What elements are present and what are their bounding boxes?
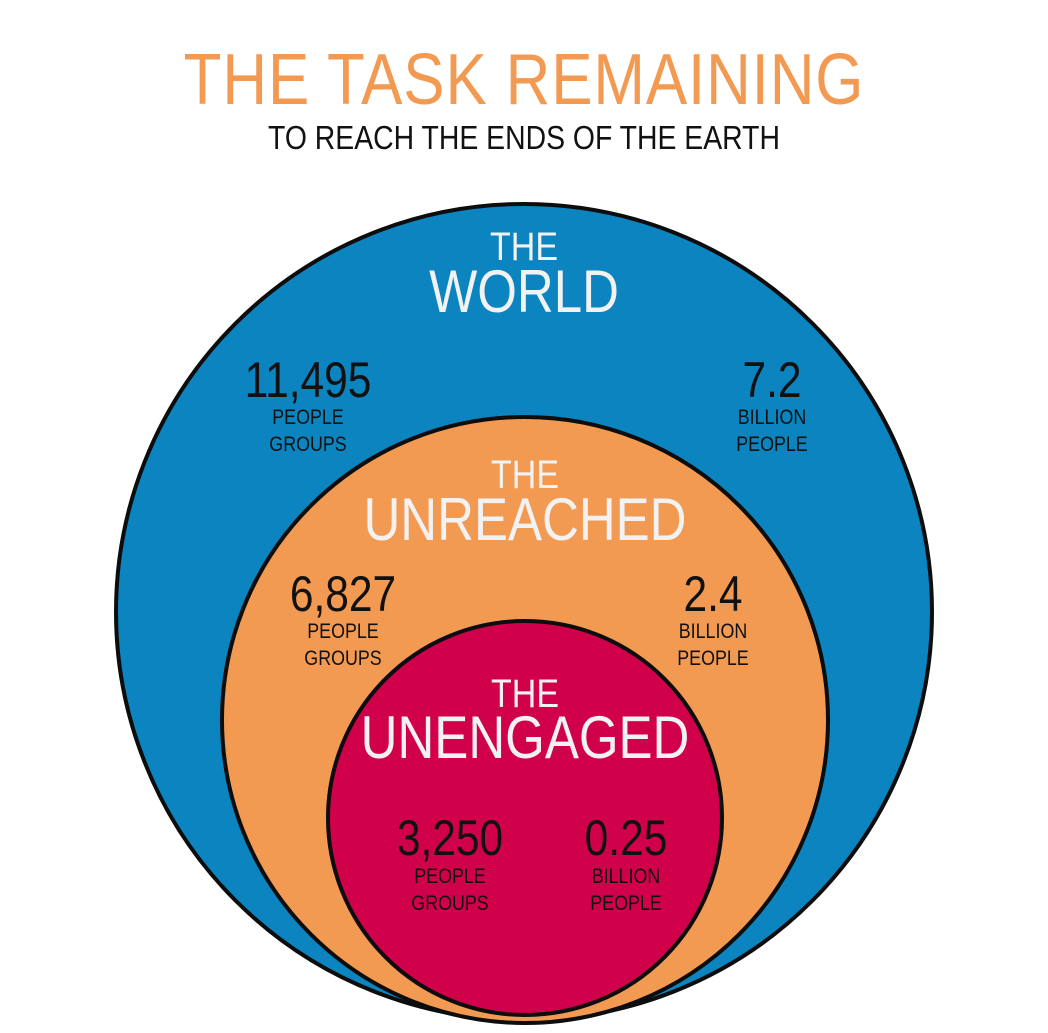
- unengaged-circle: [326, 619, 724, 1017]
- unreached-people-groups-number: 6,827: [289, 566, 397, 622]
- unreached-the-label: THE: [491, 453, 559, 497]
- world-the-label: THE: [490, 225, 558, 269]
- world-people-groups-line1: PEOPLE: [272, 406, 344, 429]
- world-population-line2: PEOPLE: [736, 433, 808, 456]
- world-people-groups-number: 11,495: [244, 352, 372, 408]
- unreached-population-line1: BILLION: [678, 620, 748, 643]
- unengaged-name-label: UNENGAGED: [360, 704, 690, 771]
- world-name-label: WORLD: [429, 258, 619, 325]
- unengaged-population-line2: PEOPLE: [590, 892, 662, 915]
- unreached-population-line2: PEOPLE: [677, 647, 749, 670]
- unengaged-population-line1: BILLION: [591, 865, 661, 888]
- world-population-line1: BILLION: [737, 406, 807, 429]
- unengaged-the-label: THE: [491, 672, 559, 716]
- unreached-people-groups-line1: PEOPLE: [307, 620, 379, 643]
- unreached-people-groups-line2: GROUPS: [304, 647, 382, 670]
- unreached-name-label: UNREACHED: [363, 486, 687, 553]
- unengaged-people-groups-line2: GROUPS: [411, 892, 489, 915]
- page-title: THE TASK REMAINING: [183, 40, 865, 120]
- page-subtitle: TO REACH THE ENDS OF THE EARTH: [268, 119, 780, 156]
- world-people-groups-line2: GROUPS: [269, 433, 347, 456]
- unengaged-population-number: 0.25: [584, 810, 668, 866]
- unreached-population-number: 2.4: [683, 566, 743, 622]
- world-population-number: 7.2: [742, 352, 802, 408]
- unengaged-people-groups-number: 3,250: [396, 810, 504, 866]
- unengaged-people-groups-line1: PEOPLE: [414, 865, 486, 888]
